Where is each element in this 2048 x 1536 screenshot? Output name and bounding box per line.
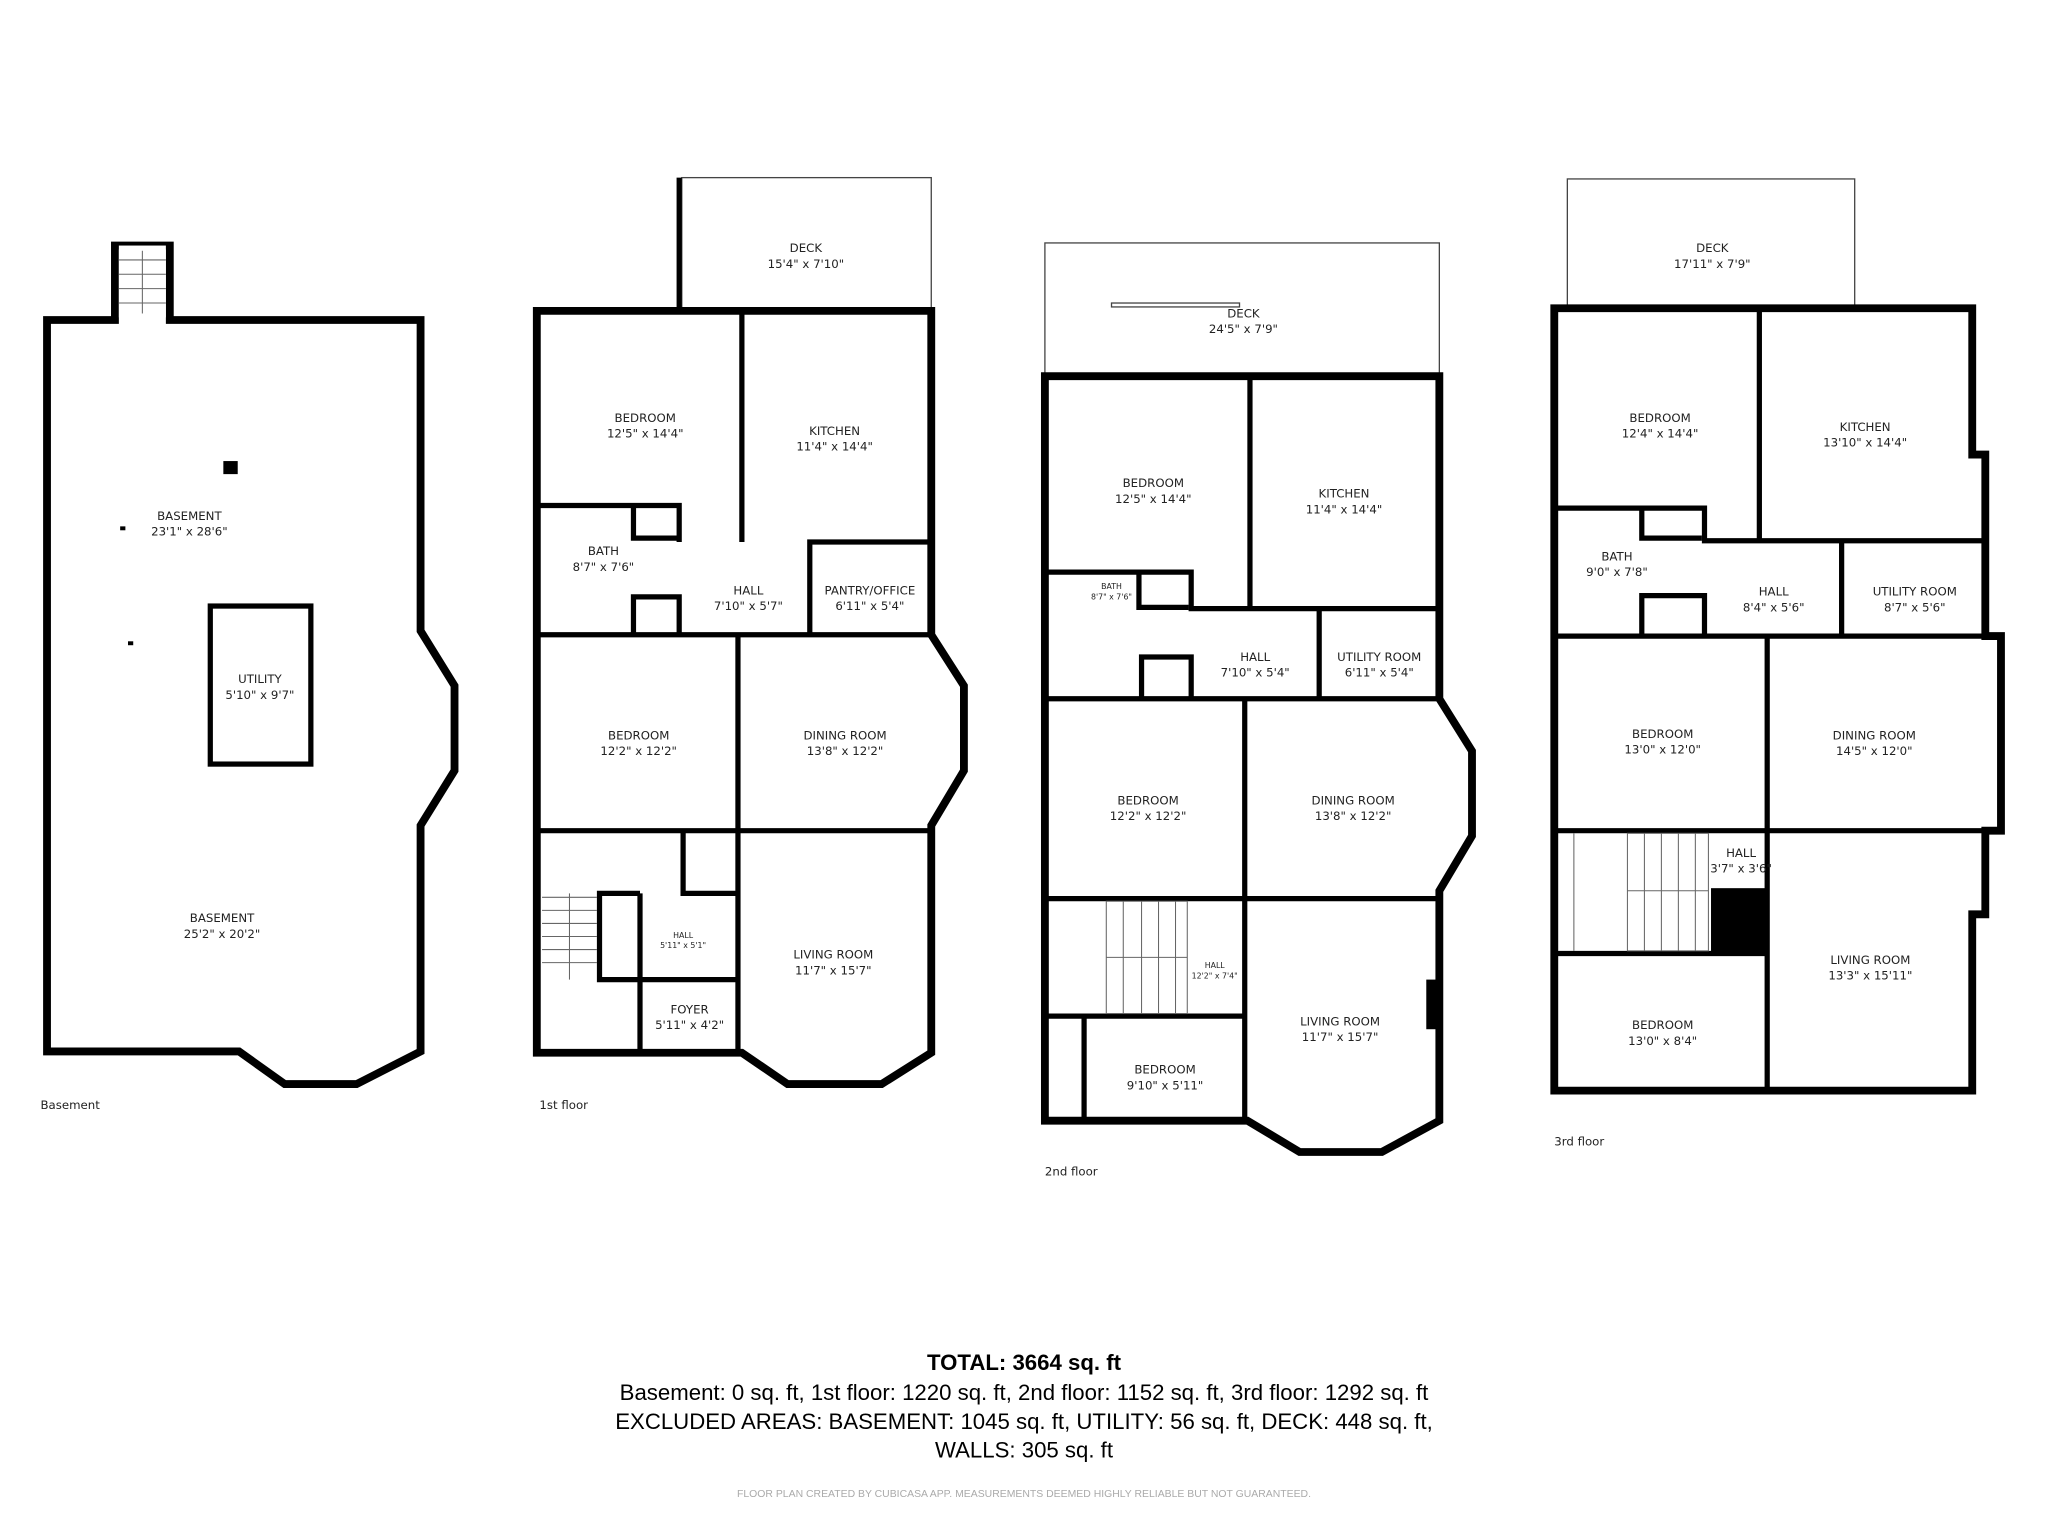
room-dimensions: 8'7" x 7'6" xyxy=(1091,593,1132,602)
room-dimensions: 5'11" x 4'2" xyxy=(655,1018,724,1032)
room-dimensions: 12'5" x 14'4" xyxy=(1115,492,1192,506)
room-dimensions: 5'11" x 5'1" xyxy=(660,941,706,950)
room-name: KITCHEN xyxy=(1840,420,1891,434)
room-name: DINING ROOM xyxy=(803,728,886,742)
room-name: BEDROOM xyxy=(615,411,676,425)
room-name: LIVING ROOM xyxy=(1830,953,1910,967)
stairs-icon xyxy=(118,250,166,314)
room-dimensions: 13'10" x 14'4" xyxy=(1823,436,1907,450)
floor-areas: Basement: 0 sq. ft, 1st floor: 1220 sq. … xyxy=(620,1380,1429,1405)
room-name: BEDROOM xyxy=(1632,1018,1693,1032)
room-dimensions: 3'7" x 3'6" xyxy=(1710,861,1772,875)
room-name: DECK xyxy=(1227,306,1260,320)
room-dimensions: 5'10" x 9'7" xyxy=(225,688,294,702)
room-dimensions: 9'10" x 5'11" xyxy=(1127,1078,1204,1092)
room-name: BASEMENT xyxy=(190,911,255,925)
room-dimensions: 14'5" x 12'0" xyxy=(1836,744,1913,758)
room-dimensions: 12'4" x 14'4" xyxy=(1622,427,1699,441)
room-dimensions: 12'5" x 14'4" xyxy=(607,427,684,441)
room-name: HALL xyxy=(1205,961,1226,970)
room-dimensions: 7'10" x 5'7" xyxy=(714,599,783,613)
room-name: HALL xyxy=(1726,846,1756,860)
room-name: BATH xyxy=(1101,582,1122,591)
room-name: DECK xyxy=(790,241,823,255)
floor-label-3rd: 3rd floor xyxy=(1554,1134,1604,1148)
room-dimensions: 12'2" x 7'4" xyxy=(1192,971,1238,980)
room-name: BEDROOM xyxy=(1123,476,1184,490)
room-dimensions: 13'0" x 8'4" xyxy=(1628,1034,1697,1048)
room-dimensions: 12'2" x 12'2" xyxy=(600,744,677,758)
stairs-icon xyxy=(542,893,597,980)
stairs-icon xyxy=(1105,900,1188,1015)
room-dimensions: 17'11" x 7'9" xyxy=(1674,257,1751,271)
room-dimensions: 11'7" x 15'7" xyxy=(1302,1030,1379,1044)
room-labels: BASEMENT 23'1" x 28'6" UTILITY 5'10" x 9'7"… xyxy=(151,241,1957,1092)
room-name: BATH xyxy=(1601,549,1632,563)
room-dimensions: 11'4" x 14'4" xyxy=(796,440,873,454)
room-dimensions: 11'7" x 15'7" xyxy=(795,963,872,977)
room-dimensions: 13'0" x 12'0" xyxy=(1624,743,1701,757)
room-dimensions: 23'1" x 28'6" xyxy=(151,525,228,539)
room-name: BEDROOM xyxy=(1117,794,1178,808)
floor-label-1st: 1st floor xyxy=(539,1098,588,1112)
room-name: UTILITY xyxy=(238,672,282,686)
disclaimer: FLOOR PLAN CREATED BY CUBICASA APP. MEAS… xyxy=(737,1489,1311,1500)
room-dimensions: 6'11" x 5'4" xyxy=(835,599,904,613)
room-name: BEDROOM xyxy=(1629,411,1690,425)
room-dimensions: 8'7" x 7'6" xyxy=(573,560,635,574)
room-dimensions: 24'5" x 7'9" xyxy=(1209,322,1278,336)
room-name: HALL xyxy=(1240,650,1270,664)
room-name: HALL xyxy=(1759,585,1789,599)
room-dimensions: 13'8" x 12'2" xyxy=(1315,809,1392,823)
room-dimensions: 25'2" x 20'2" xyxy=(184,927,261,941)
room-dimensions: 6'11" x 5'4" xyxy=(1345,666,1414,680)
stairs-icon xyxy=(1573,832,1709,952)
room-dimensions: 8'7" x 5'6" xyxy=(1884,600,1946,614)
room-dimensions: 7'10" x 5'4" xyxy=(1221,666,1290,680)
walls-area: WALLS: 305 sq. ft xyxy=(935,1438,1113,1463)
room-name: DINING ROOM xyxy=(1312,794,1395,808)
room-name: BEDROOM xyxy=(1134,1063,1195,1077)
column-icon xyxy=(223,461,238,475)
room-name: DINING ROOM xyxy=(1833,728,1916,742)
room-name: BATH xyxy=(588,544,619,558)
room-dimensions: 13'3" x 15'11" xyxy=(1828,969,1912,983)
second-floor-plan xyxy=(1040,242,1476,1156)
room-name: KITCHEN xyxy=(809,424,860,438)
room-name: BEDROOM xyxy=(1632,727,1693,741)
room-name: FOYER xyxy=(671,1003,709,1017)
floor-label-basement: Basement xyxy=(40,1098,100,1112)
room-name: HALL xyxy=(673,931,694,940)
basement-plan xyxy=(43,241,459,1088)
room-dimensions: 8'4" x 5'6" xyxy=(1743,600,1805,614)
excluded-areas: EXCLUDED AREAS: BASEMENT: 1045 sq. ft, U… xyxy=(615,1409,1433,1434)
first-floor-plan xyxy=(532,176,968,1088)
room-name: PANTRY/OFFICE xyxy=(825,583,916,597)
room-name: LIVING ROOM xyxy=(793,948,873,962)
room-name: HALL xyxy=(733,583,763,597)
room-dimensions: 9'0" x 7'8" xyxy=(1586,565,1648,579)
total-area: TOTAL: 3664 sq. ft xyxy=(927,1350,1122,1375)
room-name: BASEMENT xyxy=(157,509,222,523)
room-dimensions: 12'2" x 12'2" xyxy=(1110,809,1187,823)
room-name: UTILITY ROOM xyxy=(1337,650,1421,664)
third-floor-plan xyxy=(1550,178,2005,1095)
room-dimensions: 15'4" x 7'10" xyxy=(768,257,845,271)
room-name: UTILITY ROOM xyxy=(1873,585,1957,599)
room-name: LIVING ROOM xyxy=(1300,1014,1380,1028)
room-name: BEDROOM xyxy=(608,728,669,742)
room-dimensions: 11'4" x 14'4" xyxy=(1306,502,1383,516)
floor-label-2nd: 2nd floor xyxy=(1045,1165,1098,1179)
room-name: DECK xyxy=(1696,241,1729,255)
room-dimensions: 13'8" x 12'2" xyxy=(807,744,884,758)
room-name: KITCHEN xyxy=(1319,487,1370,501)
